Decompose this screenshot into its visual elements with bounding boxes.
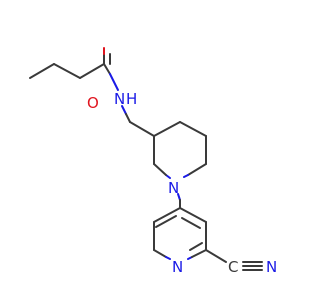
- bond-c1-c2: [29, 63, 55, 79]
- bond-n-py-a: [177, 193, 181, 201]
- bond-py-4: [191, 249, 207, 258]
- bond-ring-4: [187, 163, 207, 176]
- structure-canvas: O N H N N C N: [29, 47, 278, 276]
- bond-py-1d: [155, 215, 177, 228]
- bond-py-1: [153, 207, 181, 223]
- bond-py-4d: [189, 242, 203, 251]
- bond-py-3: [153, 249, 167, 258]
- atom-amide-hydrogen: H: [126, 90, 137, 108]
- atom-nitrile-nitrogen: N: [266, 258, 277, 276]
- atom-oxygen: O: [87, 94, 99, 112]
- bond-n-ch2-a: [121, 105, 127, 115]
- bond-ch2-c3: [129, 121, 155, 137]
- bond-c-n-b: [109, 73, 119, 91]
- molecule-diagram: O N H N N C N: [29, 47, 277, 276]
- bond-py-6d: [181, 217, 201, 229]
- bond-ring-2: [179, 121, 207, 137]
- bond-c3-c4: [79, 63, 105, 79]
- bond-n-ch2-b: [125, 113, 131, 123]
- bond-py-3b: [165, 256, 171, 260]
- bond-c2-c3: [53, 63, 81, 79]
- bond-py-6: [179, 207, 207, 223]
- bond-ring-4b: [183, 174, 189, 178]
- bond-ring-5: [153, 163, 167, 176]
- atom-pyridine-nitrogen: N: [172, 258, 183, 276]
- atom-nitrile-carbon: C: [228, 258, 238, 276]
- bond-c-n: [103, 63, 111, 75]
- bond-ring-1: [153, 121, 181, 137]
- atom-ring-nitrogen: N: [168, 179, 179, 197]
- atom-amide-nitrogen: N: [114, 90, 125, 108]
- bond-py-cn: [205, 249, 227, 263]
